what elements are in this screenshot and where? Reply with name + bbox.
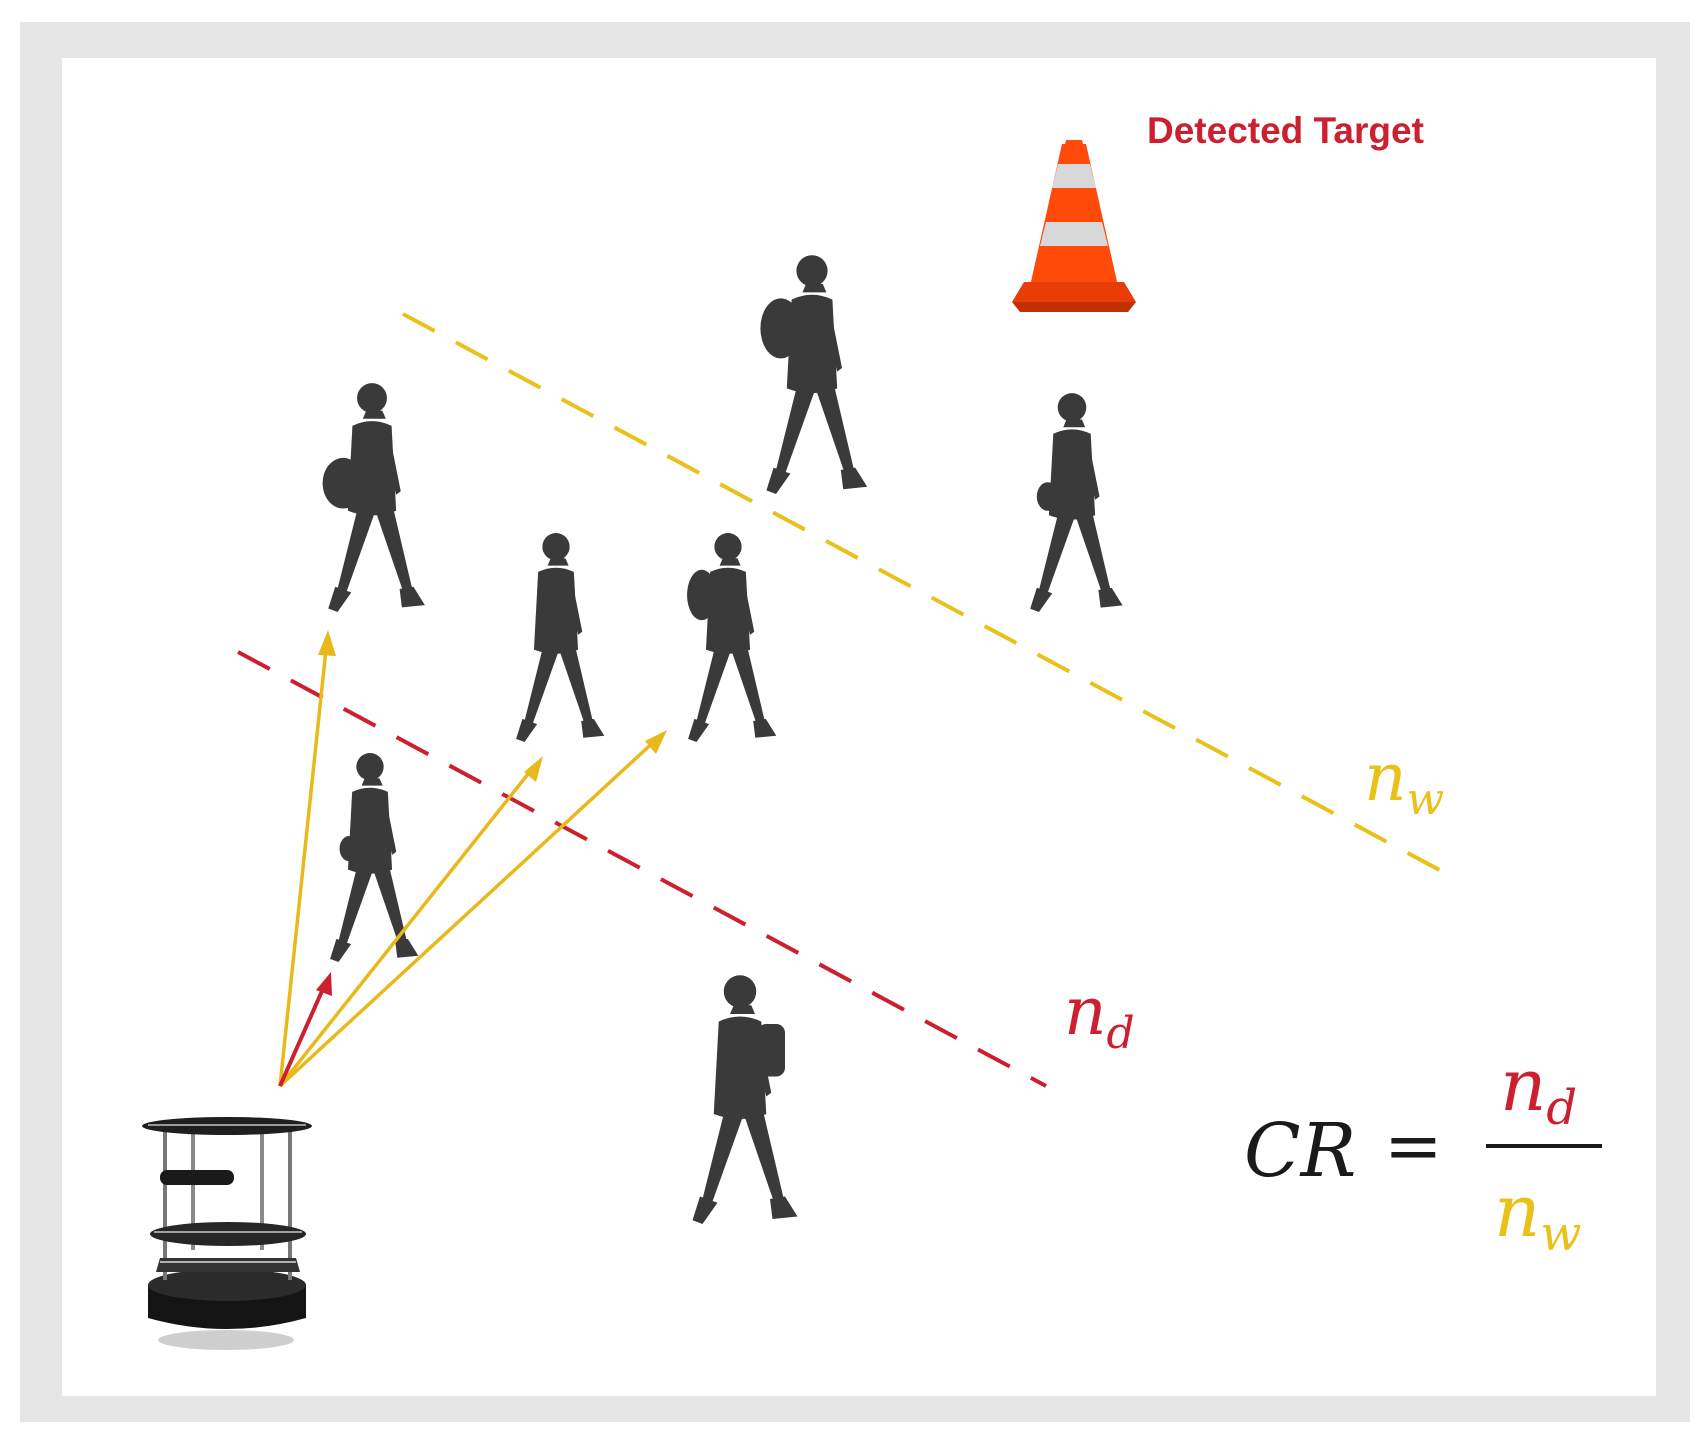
walkable-count-label: nw — [1364, 739, 1444, 825]
walkable-boundary-line — [402, 312, 1446, 875]
formula-equals: = — [1384, 1105, 1443, 1187]
ray-arrow-head — [524, 756, 543, 782]
detection-boundary-line — [237, 650, 1047, 1088]
pedestrian-silhouette-icon — [692, 975, 798, 1224]
ray-arrow-head — [645, 730, 667, 754]
ray-arrow-head — [316, 972, 332, 996]
pedestrian-silhouette-icon — [330, 753, 419, 962]
ray-arrow — [278, 639, 329, 1087]
ray-arrow — [278, 736, 660, 1088]
formula-denominator: nw — [1494, 1169, 1581, 1262]
formula-numerator: nd — [1500, 1043, 1577, 1136]
coverage-ratio-formula: CR = nd nw — [1244, 1043, 1602, 1262]
detected-count-label: nd — [1064, 973, 1135, 1059]
ray-arrow-head — [318, 630, 336, 656]
traffic-cone-icon — [1012, 140, 1136, 312]
pedestrian-silhouette-icon — [687, 533, 777, 742]
pedestrian-silhouette-icon — [516, 533, 605, 742]
formula-lhs: CR — [1244, 1108, 1356, 1194]
mobile-robot-icon — [142, 1117, 312, 1350]
ray-arrow — [278, 981, 328, 1087]
pedestrian-silhouette-icon — [322, 383, 425, 612]
detected-target-label: Detected Target — [1147, 110, 1424, 151]
ray-arrow — [278, 762, 538, 1088]
figure-panel — [62, 58, 1656, 1396]
pedestrian-silhouette-icon — [1030, 393, 1123, 612]
pedestrian-silhouette-icon — [760, 255, 868, 494]
perception-rays — [278, 630, 667, 1088]
